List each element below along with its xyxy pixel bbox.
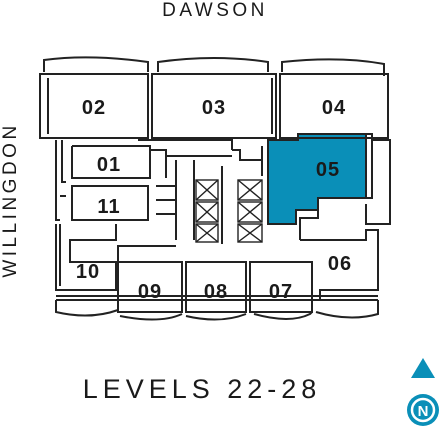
unit-10-label[interactable]: 10 — [76, 261, 100, 283]
balconies-top — [43, 56, 385, 76]
levels-title: LEVELS 22-28 — [83, 374, 322, 404]
street-label-top: DAWSON — [162, 0, 268, 21]
unit-05-area[interactable] — [267, 133, 367, 225]
building-outline — [39, 73, 391, 321]
unit-08-label[interactable]: 08 — [204, 281, 228, 303]
unit-01-label[interactable]: 01 — [97, 154, 121, 176]
unit-02-label[interactable]: 02 — [82, 97, 106, 119]
unit-06-label[interactable]: 06 — [328, 253, 352, 275]
unit-03-label[interactable]: 03 — [202, 97, 226, 119]
unit-11-label[interactable]: 11 — [97, 196, 120, 218]
unit-07-label[interactable]: 07 — [269, 281, 293, 303]
unit-04-label[interactable]: 04 — [322, 97, 346, 119]
unit-05-label[interactable]: 05 — [316, 159, 340, 181]
compass-letter: N — [418, 403, 429, 420]
street-label-left: WILLINGDON — [0, 122, 21, 277]
north-compass-icon: N — [407, 358, 439, 426]
unit-09-label[interactable]: 09 — [138, 281, 162, 303]
